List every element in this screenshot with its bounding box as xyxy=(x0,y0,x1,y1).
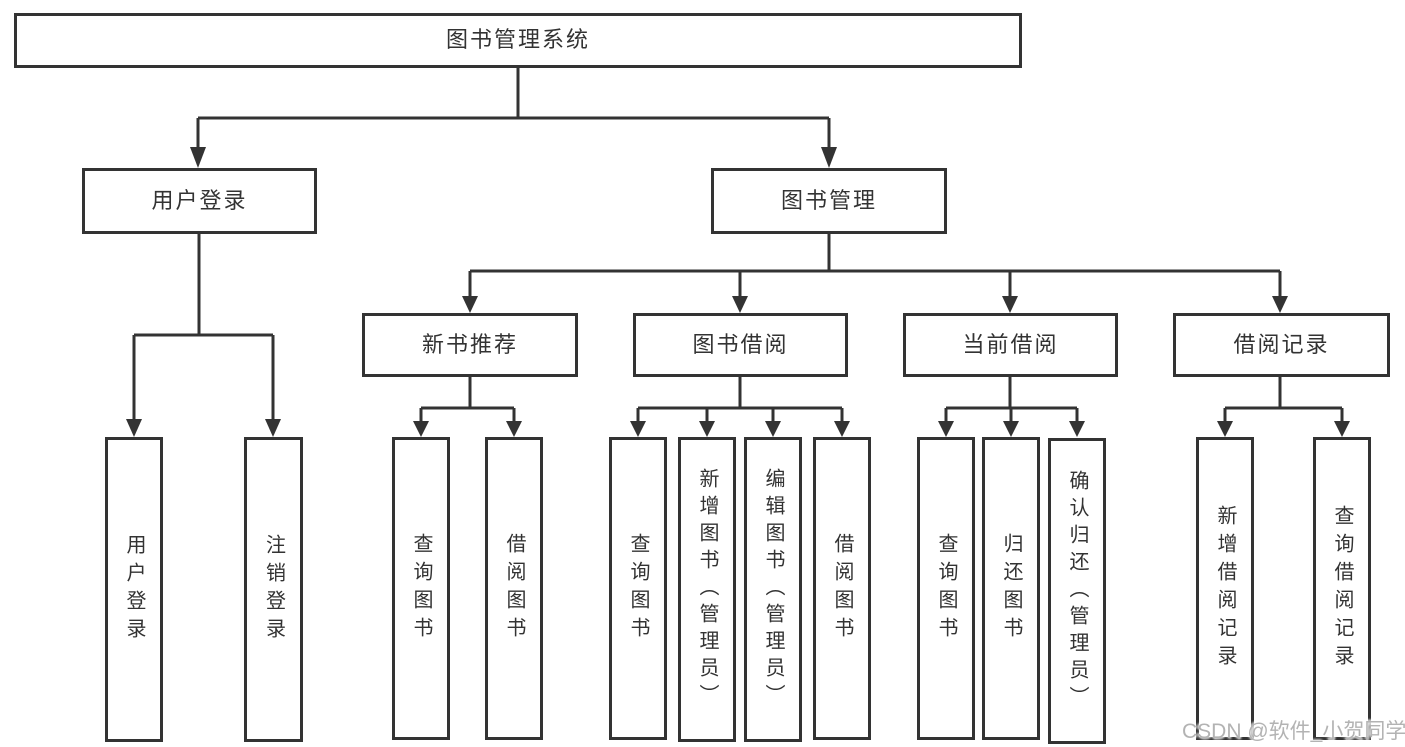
node-book-borrow: 图书借阅 xyxy=(633,313,848,377)
leaf-query-books-borrow: 查询图书 xyxy=(609,437,667,740)
arrow-down-icon xyxy=(462,296,478,313)
arrow-down-icon xyxy=(265,419,281,437)
leaf-query-books-current: 查询图书 xyxy=(917,437,975,740)
node-current-borrow: 当前借阅 xyxy=(903,313,1118,377)
leaf-user-login: 用户登录 xyxy=(105,437,163,742)
arrow-down-icon xyxy=(699,421,715,437)
arrow-down-icon xyxy=(1217,421,1233,437)
arrow-down-icon xyxy=(938,421,954,437)
arrow-down-icon xyxy=(190,147,206,168)
leaf-logout: 注销登录 xyxy=(244,437,303,742)
leaf-query-borrow-record: 查询借阅记录 xyxy=(1313,437,1371,740)
leaf-query-books-recommend: 查询图书 xyxy=(392,437,450,740)
node-user-login: 用户登录 xyxy=(82,168,317,234)
arrow-down-icon xyxy=(765,421,781,437)
leaf-confirm-return-admin: 确认归还（管理员） xyxy=(1048,438,1106,744)
leaf-return-books: 归还图书 xyxy=(982,437,1040,740)
node-new-book-recommend: 新书推荐 xyxy=(362,313,578,377)
node-root-system: 图书管理系统 xyxy=(14,13,1022,68)
node-book-management: 图书管理 xyxy=(711,168,947,234)
arrow-down-icon xyxy=(413,421,429,437)
arrow-down-icon xyxy=(1002,296,1018,313)
connector-paths xyxy=(132,68,1344,423)
leaf-borrow-books-recommend: 借阅图书 xyxy=(485,437,543,740)
arrow-down-icon xyxy=(821,147,837,168)
arrow-down-icon xyxy=(630,421,646,437)
watermark-text: CSDN @软件_小贺同学 xyxy=(1182,720,1405,743)
arrow-down-icon xyxy=(126,419,142,437)
arrow-down-icon xyxy=(834,421,850,437)
leaf-add-borrow-record: 新增借阅记录 xyxy=(1196,437,1254,740)
node-borrow-record: 借阅记录 xyxy=(1173,313,1390,377)
arrow-down-icon xyxy=(732,296,748,313)
arrow-down-icon xyxy=(506,421,522,437)
arrow-down-icon xyxy=(1334,421,1350,437)
leaf-edit-books-admin: 编辑图书（管理员） xyxy=(744,437,802,742)
arrow-down-icon xyxy=(1069,421,1085,437)
arrow-down-icon xyxy=(1272,296,1288,313)
leaf-borrow-books: 借阅图书 xyxy=(813,437,871,740)
arrowheads xyxy=(126,147,1350,437)
leaf-add-books-admin: 新增图书（管理员） xyxy=(678,437,736,742)
arrow-down-icon xyxy=(1003,421,1019,437)
